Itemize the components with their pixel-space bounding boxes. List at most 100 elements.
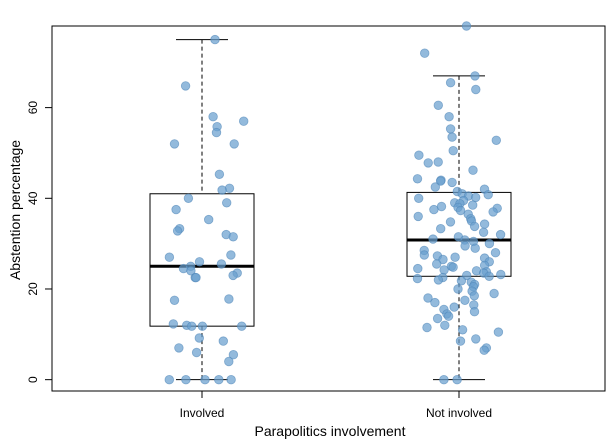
points-layer [164, 21, 506, 385]
data-point [236, 321, 247, 331]
data-point [430, 182, 441, 192]
data-point [420, 48, 430, 58]
data-point [455, 336, 466, 346]
data-point [221, 198, 232, 208]
data-point [217, 185, 227, 195]
data-point [489, 288, 499, 299]
data-point [457, 325, 468, 335]
data-point [461, 21, 472, 31]
data-point [216, 259, 227, 269]
data-point [447, 132, 457, 142]
data-point [181, 375, 191, 385]
data-point [495, 229, 506, 240]
y-axis-title: Abstention percentage [7, 140, 23, 280]
data-point [445, 77, 456, 88]
data-point [460, 295, 470, 306]
data-point [211, 127, 222, 138]
data-point [422, 322, 432, 333]
x-tick-label: Not involved [426, 406, 492, 420]
data-point [226, 375, 236, 385]
x-axis-title: Parapolitics involvement [255, 423, 406, 439]
data-point [194, 257, 205, 267]
plot-frame [51, 25, 606, 392]
data-point [470, 71, 480, 81]
data-point [194, 333, 205, 343]
data-point [413, 263, 423, 274]
x-tick-label: Involved [180, 406, 225, 420]
data-point [439, 375, 449, 385]
data-point [496, 269, 506, 280]
data-point [412, 174, 423, 184]
data-point [443, 311, 454, 321]
data-point [484, 271, 494, 282]
data-point [479, 345, 489, 355]
x-axis: Involved Not involved [180, 390, 492, 420]
data-point [444, 111, 454, 122]
data-point [186, 321, 197, 331]
data-point [169, 139, 180, 149]
data-point [226, 250, 236, 260]
data-point [455, 205, 466, 216]
data-point [445, 217, 456, 227]
data-point [447, 177, 457, 188]
data-point [423, 293, 433, 303]
y-tick-label: 40 [26, 191, 40, 205]
data-point [471, 84, 481, 95]
data-point [414, 150, 424, 160]
data-point [430, 297, 440, 308]
data-point [203, 214, 214, 225]
data-point [433, 157, 443, 167]
data-point [214, 169, 225, 180]
data-point [491, 135, 502, 146]
data-point [172, 226, 183, 236]
data-point [168, 319, 179, 329]
data-point [453, 284, 463, 294]
data-point [174, 343, 184, 353]
data-point [191, 347, 202, 358]
data-point [471, 334, 481, 344]
data-point [224, 356, 234, 367]
data-point [210, 34, 220, 45]
data-point [452, 375, 462, 385]
data-point [433, 100, 444, 111]
data-point [180, 81, 191, 91]
data-point [218, 336, 229, 346]
data-point [469, 291, 480, 301]
data-point [479, 219, 490, 229]
data-point [164, 375, 175, 385]
y-tick-label: 20 [26, 282, 40, 296]
data-point [214, 375, 224, 385]
data-point [468, 165, 478, 175]
data-point [423, 158, 433, 168]
data-point [468, 200, 478, 210]
data-point [470, 243, 480, 253]
data-point [450, 252, 460, 262]
data-point [469, 221, 480, 232]
data-point [456, 276, 467, 286]
data-point [224, 294, 234, 304]
data-point [493, 327, 504, 337]
data-point [208, 111, 218, 122]
data-point [164, 252, 175, 262]
data-point [197, 321, 208, 331]
data-point [483, 189, 493, 200]
data-point [440, 320, 450, 331]
data-point [429, 204, 439, 215]
data-point [229, 139, 239, 149]
data-point [183, 193, 194, 204]
data-point [484, 238, 495, 249]
data-point [488, 207, 498, 217]
data-point [228, 232, 238, 242]
data-point [490, 247, 501, 258]
data-point [191, 272, 201, 283]
data-point [171, 204, 181, 215]
data-point [186, 266, 196, 276]
y-tick-label: 60 [26, 101, 40, 115]
data-point [469, 307, 480, 317]
data-point [169, 295, 180, 306]
data-point [412, 273, 423, 284]
data-point [228, 270, 238, 281]
data-point [414, 193, 424, 204]
